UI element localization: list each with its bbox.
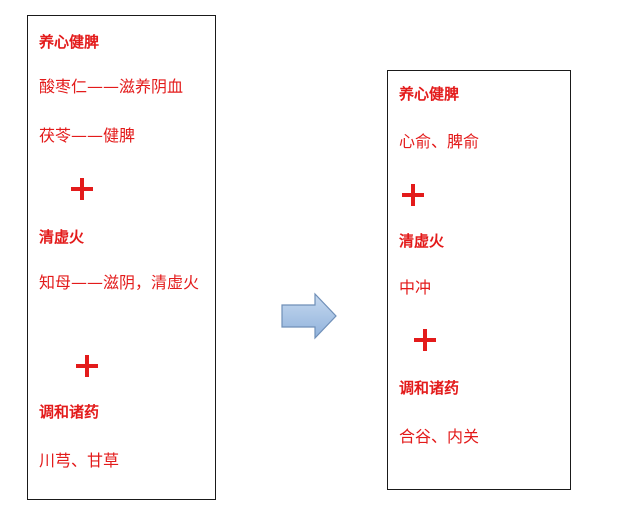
plus-icon <box>76 355 98 377</box>
right-line-xinshu-pishu: 心俞、脾俞 <box>399 132 480 151</box>
left-line-suanzaoren: 酸枣仁——滋养阴血 <box>39 77 184 96</box>
plus-icon <box>71 178 93 200</box>
left-line-fuling: 茯苓——健脾 <box>39 126 136 145</box>
left-line-chuanxiong-gancao: 川芎、甘草 <box>39 451 120 470</box>
left-heading-nourish-heart-spleen: 养心健脾 <box>39 33 100 51</box>
right-heading-harmonize-herbs: 调和诸药 <box>399 379 460 397</box>
plus-icon <box>402 184 424 206</box>
plus-icon <box>414 329 436 351</box>
right-line-hegu-neiguan: 合谷、内关 <box>399 427 480 446</box>
acupoint-formula-panel: 养心健脾 心俞、脾俞 清虚火 中冲 调和诸药 合谷、内关 <box>387 70 571 490</box>
right-line-zhongchong: 中冲 <box>399 278 432 297</box>
right-heading-nourish-heart-spleen: 养心健脾 <box>399 85 460 103</box>
left-heading-clear-deficiency-fire: 清虚火 <box>39 228 85 246</box>
right-arrow-icon <box>281 292 337 340</box>
left-heading-harmonize-herbs: 调和诸药 <box>39 403 100 421</box>
herbal-formula-panel: 养心健脾 酸枣仁——滋养阴血 茯苓——健脾 清虚火 知母——滋阴，清虚火 调和诸… <box>27 15 216 500</box>
right-heading-clear-deficiency-fire: 清虚火 <box>399 232 445 250</box>
left-line-zhimu: 知母——滋阴，清虚火 <box>39 273 200 292</box>
